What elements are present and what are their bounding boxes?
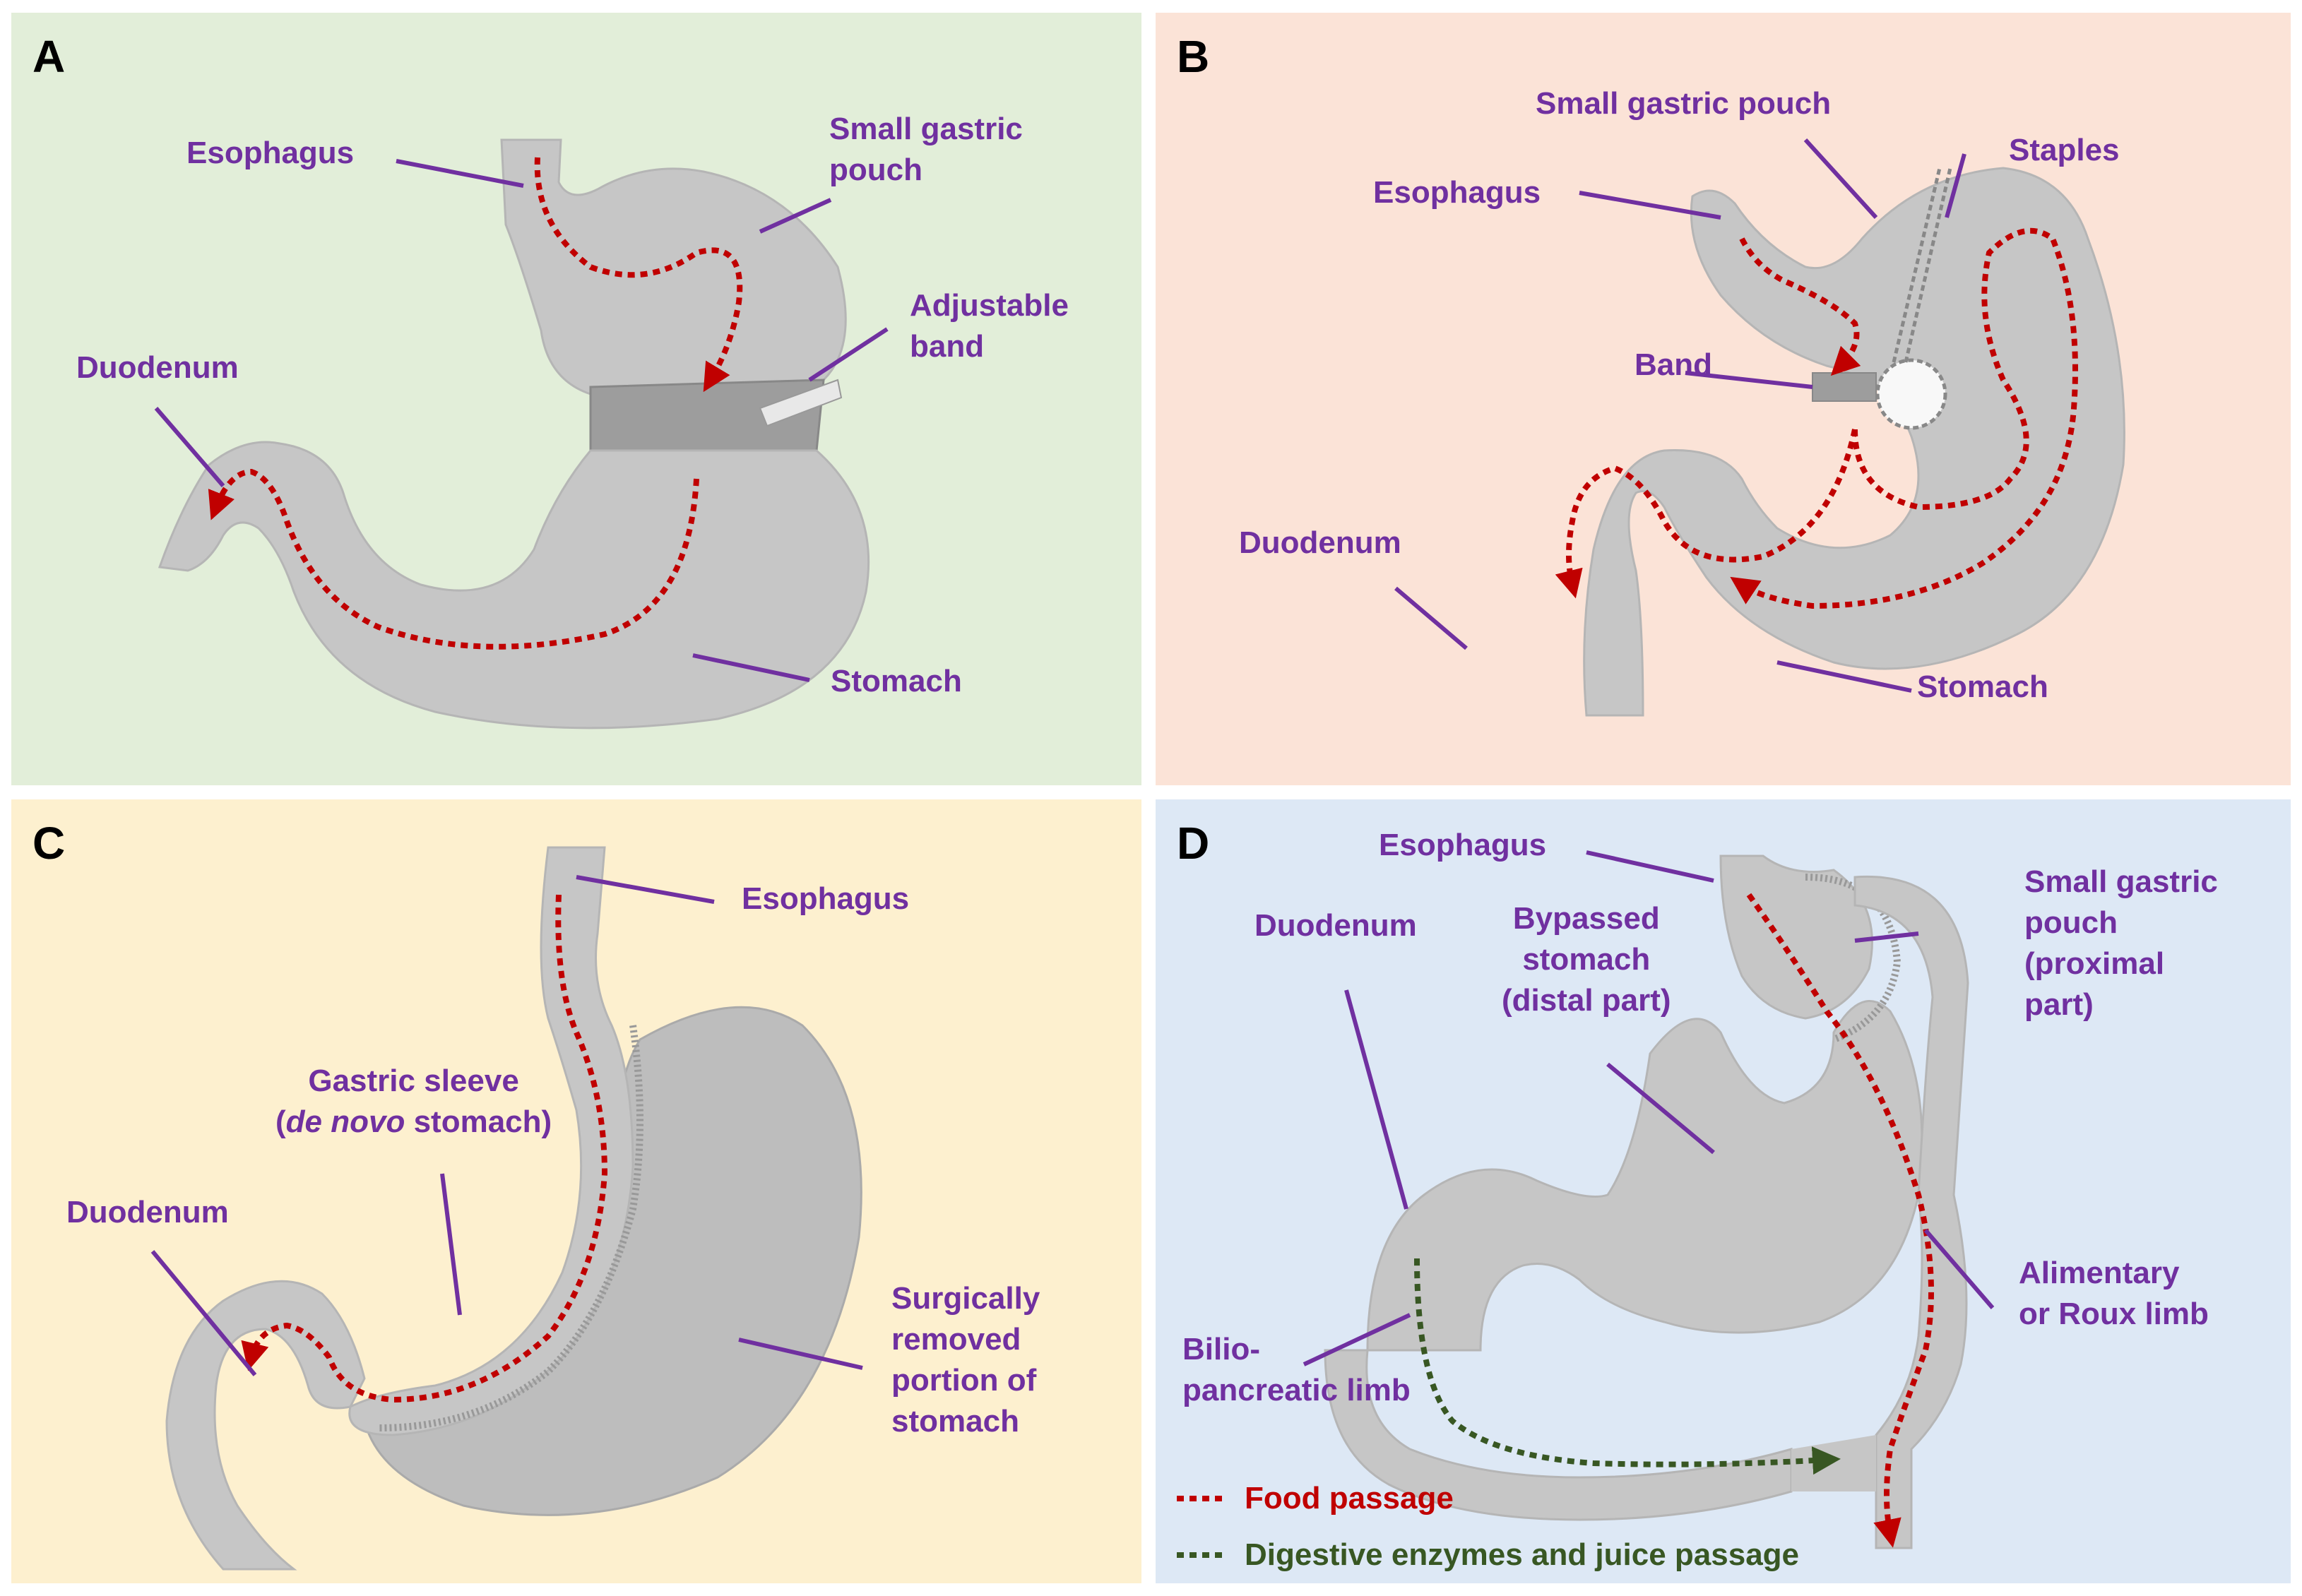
label-stomach: Stomach	[1917, 669, 2048, 704]
panel-a-diagram	[154, 138, 889, 729]
label-esophagus: Esophagus	[1373, 175, 1541, 210]
label-duodenum: Duodenum	[76, 350, 239, 385]
panel-letter: A	[32, 31, 66, 82]
label-esophagus: Esophagus	[186, 136, 355, 170]
stomach-shape	[1324, 854, 1969, 1549]
stomach-shape	[158, 138, 870, 729]
label-esophagus: Esophagus	[742, 881, 910, 916]
juice-path	[1414, 1258, 1841, 1475]
food-path	[241, 894, 608, 1403]
label-duodenum: Duodenum	[1239, 525, 1401, 560]
label-esophagus: Esophagus	[1379, 828, 1547, 862]
label-staples: Staples	[2009, 133, 2120, 167]
food-path	[1730, 227, 2078, 609]
label-stomach: Stomach	[831, 664, 962, 698]
leader-lines	[150, 875, 863, 1376]
panel-c-diagram	[150, 846, 863, 1571]
label-alimentary-roux-limb: Alimentary or Roux limb	[2019, 1256, 2209, 1331]
label-small-gastric-pouch: Small gastric pouch (proximal part)	[2024, 864, 2218, 1022]
label-small-gastric-pouch: Small gastric pouch	[1536, 86, 1832, 121]
label-duodenum: Duodenum	[1254, 908, 1417, 943]
legend-juice-passage: Digestive enzymes and juice passage	[1245, 1537, 1800, 1572]
label-duodenum: Duodenum	[66, 1195, 229, 1229]
stomach-shape	[1583, 167, 2125, 717]
label-biliopancreatic-limb: Bilio- pancreatic limb	[1182, 1332, 1411, 1407]
food-path	[534, 157, 743, 393]
panel-d-roux-en-y: D Esophagus Small gastric pouch (proxima…	[1156, 799, 2291, 1583]
stomach-shape	[165, 846, 862, 1571]
panel-d-diagram	[1177, 850, 1995, 1558]
legend-swatches	[1177, 1496, 1226, 1558]
label-gastric-sleeve: Gastric sleeve (de novo stomach)	[275, 1064, 552, 1139]
panel-b-diagram	[1394, 138, 2125, 717]
leader-lines	[1303, 850, 1995, 1366]
food-path	[1739, 237, 1861, 376]
label-surgically-removed: Surgically removed portion of stomach	[891, 1281, 1040, 1439]
panel-letter: C	[32, 818, 66, 869]
panel-b-band-with-staples: B Small gastric pouch Staples Esophagus …	[1156, 13, 2291, 785]
panel-letter: B	[1177, 31, 1210, 82]
panel-c-gastric-sleeve: C Esophagus Gastric sleeve (de novo stom…	[11, 799, 1141, 1583]
panel-letter: D	[1177, 818, 1210, 869]
leader-lines	[1394, 138, 1966, 693]
food-path	[208, 468, 699, 650]
label-bypassed-stomach: Bypassed stomach (distal part)	[1502, 901, 1671, 1018]
food-path	[1555, 429, 1858, 599]
legend-food-passage: Food passage	[1245, 1481, 1454, 1515]
leader-lines	[154, 159, 889, 682]
label-band: Band	[1634, 347, 1712, 382]
